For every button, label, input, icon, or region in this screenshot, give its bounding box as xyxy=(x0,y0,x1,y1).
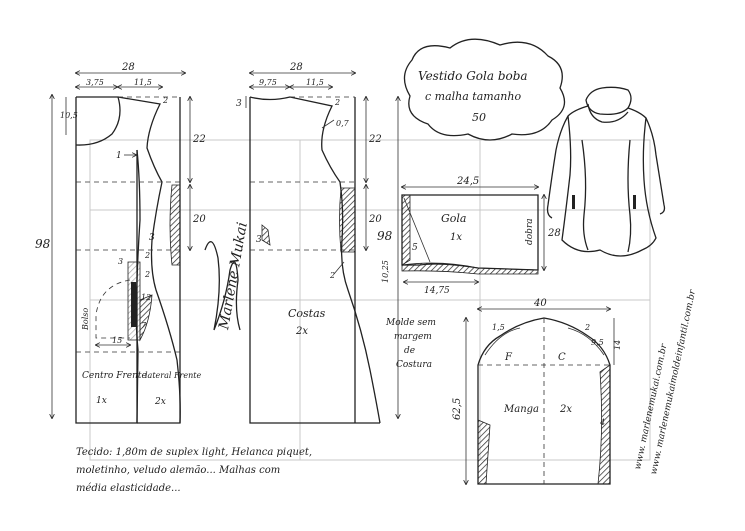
sleeve-back-label: C xyxy=(558,352,566,363)
back-07-label: 0,7 xyxy=(336,119,350,128)
note-line1: Molde sem xyxy=(385,318,436,328)
sleeve-front-label: F xyxy=(504,352,513,363)
back-armhole-label: 22 xyxy=(368,134,382,145)
sleeve-pattern-piece: 40 1,5 2 9,5 14 62,5 F C Manga 2x 4 xyxy=(452,298,622,484)
signature-text: Marlene Mukai xyxy=(216,221,251,332)
sleeve-95-label: 9,5 xyxy=(591,338,604,347)
back-neck-label: 9,75 xyxy=(259,78,277,87)
seam-allowance-note: Molde sem margem de Costura xyxy=(385,318,436,370)
front-width-label: 28 xyxy=(121,62,135,73)
back-length-label: 98 xyxy=(377,229,393,243)
ghost-grid xyxy=(89,139,651,461)
fabric-line2: moletinho, veludo alemão... Malhas com xyxy=(76,465,280,476)
title-line3: 50 xyxy=(472,111,486,124)
sleeve-piece-label: Manga xyxy=(503,404,539,415)
title-line2: c malha tamanho xyxy=(425,90,521,103)
sleeve-cap-right-label: 2 xyxy=(584,323,590,332)
collar-piece-qty: 1x xyxy=(450,232,462,243)
front-shoulder-drop-label: 2 xyxy=(162,96,168,105)
back-side-label: 20 xyxy=(368,214,382,225)
collar-side-label: 10,25 xyxy=(381,260,390,283)
sleeve-length-label: 62,5 xyxy=(452,398,463,420)
collar-bottom-label: 14,75 xyxy=(424,286,450,296)
back-mark-3: 3 xyxy=(256,235,262,245)
front-mark-1: 1 xyxy=(116,151,122,161)
collar-pattern-piece: 24,5 5 28 dobra 10,25 14,75 Gola 1x xyxy=(381,176,561,296)
front-side-piece-label: lateral Frente xyxy=(145,371,201,380)
fabric-info: Tecido: 1,80m de suplex light, Helanca p… xyxy=(76,447,312,494)
sleeve-width-label: 40 xyxy=(533,298,547,309)
front-armhole-label: 22 xyxy=(192,134,206,145)
sleeve-piece-qty: 2x xyxy=(559,404,572,415)
front-mark-2: 2 xyxy=(144,251,150,260)
front-pattern-piece: 28 3,75 11,5 98 10,5 22 20 2 1 3 xyxy=(35,62,206,424)
front-mark-3a: 3 xyxy=(118,257,123,266)
back-pattern-piece: 28 9,75 11,5 3 2 0,7 22 20 98 3 2 Costas… xyxy=(236,62,398,424)
sleeve-cap-left-label: 1,5 xyxy=(492,323,505,332)
back-top-label: 3 xyxy=(236,99,242,109)
front-center-qty: 1x xyxy=(96,396,107,406)
back-piece-label: Costas xyxy=(288,307,326,320)
back-shoulder-drop-label: 2 xyxy=(334,98,340,107)
front-shoulder-label: 11,5 xyxy=(134,78,152,87)
front-neck-label: 3,75 xyxy=(86,78,104,87)
dress-sketch xyxy=(546,86,666,257)
designer-signature: Marlene Mukai xyxy=(204,221,251,332)
collar-mark-5: 5 xyxy=(412,243,418,253)
back-piece-qty: 2x xyxy=(295,326,308,337)
front-center-label: Centro Frente xyxy=(82,371,147,381)
front-side-label: 20 xyxy=(192,214,206,225)
title-cloud: Vestido Gola boba c malha tamanho 50 xyxy=(403,38,566,141)
pocket-label: Bolso xyxy=(81,308,90,331)
back-mark-2: 2 xyxy=(329,271,335,280)
title-line1: Vestido Gola boba xyxy=(418,69,528,83)
fabric-line3: média elasticidade... xyxy=(76,483,181,494)
note-line3: de xyxy=(404,346,415,356)
front-mark-3b: 3 xyxy=(149,233,155,243)
back-width-label: 28 xyxy=(289,62,303,73)
front-neck-depth-label: 10,5 xyxy=(60,111,78,120)
collar-piece-label: Gola xyxy=(441,212,467,225)
collar-height-label: 28 xyxy=(547,228,561,239)
front-mark-2b: 2 xyxy=(144,270,150,279)
note-line2: margem xyxy=(394,332,432,342)
pocket-15-label: 15 xyxy=(112,336,122,345)
sleeve-right-mark: 4 xyxy=(599,418,605,427)
pocket-12-label: 12 xyxy=(141,293,151,302)
website-credits: www. marlenemukai.com.br www. marlenemuk… xyxy=(633,288,698,475)
pocket-7-label: 7 xyxy=(141,321,147,330)
fabric-line1: Tecido: 1,80m de suplex light, Helanca p… xyxy=(76,447,312,458)
note-line4: Costura xyxy=(396,360,432,370)
sleeve-14-label: 14 xyxy=(613,340,622,350)
collar-width-label: 24,5 xyxy=(456,176,479,187)
back-shoulder-label: 11,5 xyxy=(306,78,324,87)
front-side-piece-qty: 2x xyxy=(154,397,166,407)
collar-fold-label: dobra xyxy=(525,218,535,245)
front-length-label: 98 xyxy=(35,237,51,251)
